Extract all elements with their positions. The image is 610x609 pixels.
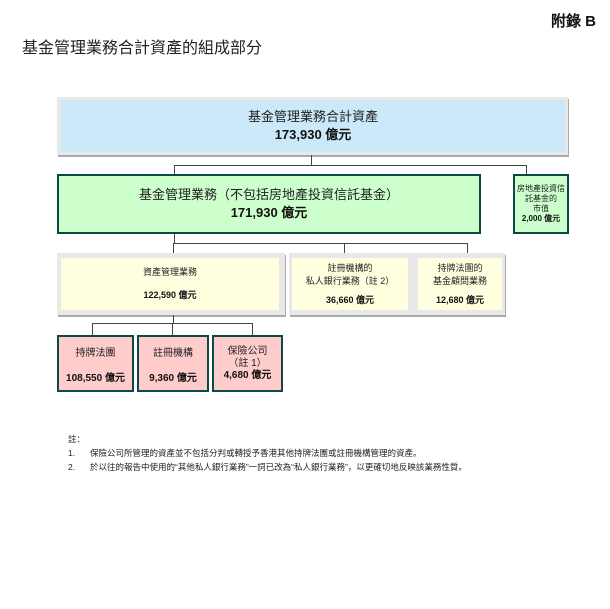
- reit-line: 市值: [533, 204, 549, 213]
- note-number: 2.: [68, 462, 76, 472]
- total-value: 173,930 億元: [274, 127, 352, 142]
- note-text: 保險公司所管理的資產並不包括分判或轉授予香港其他持牌法團或註冊機構管理的資產。: [90, 448, 422, 458]
- fund-mgmt-label: 基金管理業務（不包括房地產投資信託基金）: [138, 187, 399, 202]
- fund-mgmt-box: 基金管理業務（不包括房地產投資信託基金） 171,930 億元: [57, 174, 481, 234]
- advisory-box: 持牌法團的 基金顧問業務 12,680 億元: [418, 258, 502, 310]
- connector: [173, 243, 468, 244]
- fund-mgmt-value: 171,930 億元: [230, 205, 308, 220]
- insurance-line: （註 1）: [228, 357, 267, 369]
- connector: [344, 243, 345, 253]
- total-assets-box: 基金管理業務合計資產 173,930 億元: [61, 100, 565, 152]
- asset-mgmt-box: 資產管理業務 122,590 億元: [61, 258, 279, 310]
- registered-label: 註冊機構: [153, 347, 193, 359]
- private-banking-value: 36,660 億元: [325, 294, 375, 305]
- registered-box: 註冊機構 9,360 億元: [137, 335, 209, 392]
- advisory-line: 持牌法團的: [437, 262, 483, 273]
- appendix-label: 附錄 B: [550, 13, 596, 30]
- notes-heading: 註：: [68, 434, 86, 444]
- connector: [311, 155, 312, 165]
- licensed-value: 108,550 億元: [66, 372, 125, 384]
- advisory-value: 12,680 億元: [435, 294, 485, 305]
- connector: [174, 165, 527, 166]
- private-banking-line: 私人銀行業務（註 2）: [305, 275, 395, 286]
- connector: [173, 243, 174, 253]
- reit-line: 房地產投資信: [517, 184, 565, 193]
- private-banking-line: 註冊機構的: [327, 262, 373, 273]
- connector: [173, 315, 174, 323]
- connector: [467, 243, 468, 253]
- insurance-box: 保險公司 （註 1） 4,680 億元: [212, 335, 283, 392]
- connector: [526, 165, 527, 175]
- connector: [92, 323, 93, 335]
- connector: [252, 323, 253, 335]
- note-number: 1.: [68, 448, 76, 458]
- asset-mgmt-value: 122,590 億元: [143, 290, 197, 300]
- reit-box: 房地產投資信 託基金的 市值 2,000 億元: [513, 174, 569, 234]
- licensed-label: 持牌法團: [75, 347, 116, 359]
- page-title: 基金管理業務合計資產的組成部分: [22, 40, 263, 57]
- note-text: 於以往的報告中使用的“其他私人銀行業務”一詞已改為“私人銀行業務”，以更確切地反…: [90, 462, 467, 472]
- private-banking-box: 註冊機構的 私人銀行業務（註 2） 36,660 億元: [292, 258, 408, 310]
- insurance-line: 保險公司: [227, 345, 268, 357]
- connector: [174, 165, 175, 175]
- notes: 註： 1. 保險公司所管理的資產並不包括分判或轉授予香港其他持牌法團或註冊機構管理…: [68, 432, 467, 474]
- asset-mgmt-label: 資產管理業務: [142, 267, 197, 277]
- advisory-line: 基金顧問業務: [432, 275, 487, 286]
- connector: [172, 323, 173, 335]
- licensed-box: 持牌法團 108,550 億元: [57, 335, 134, 392]
- registered-value: 9,360 億元: [149, 372, 197, 384]
- reit-value: 2,000 億元: [521, 214, 561, 223]
- insurance-value: 4,680 億元: [223, 369, 272, 381]
- total-label: 基金管理業務合計資產: [247, 109, 378, 124]
- reit-line: 託基金的: [525, 194, 557, 203]
- connector: [174, 234, 175, 243]
